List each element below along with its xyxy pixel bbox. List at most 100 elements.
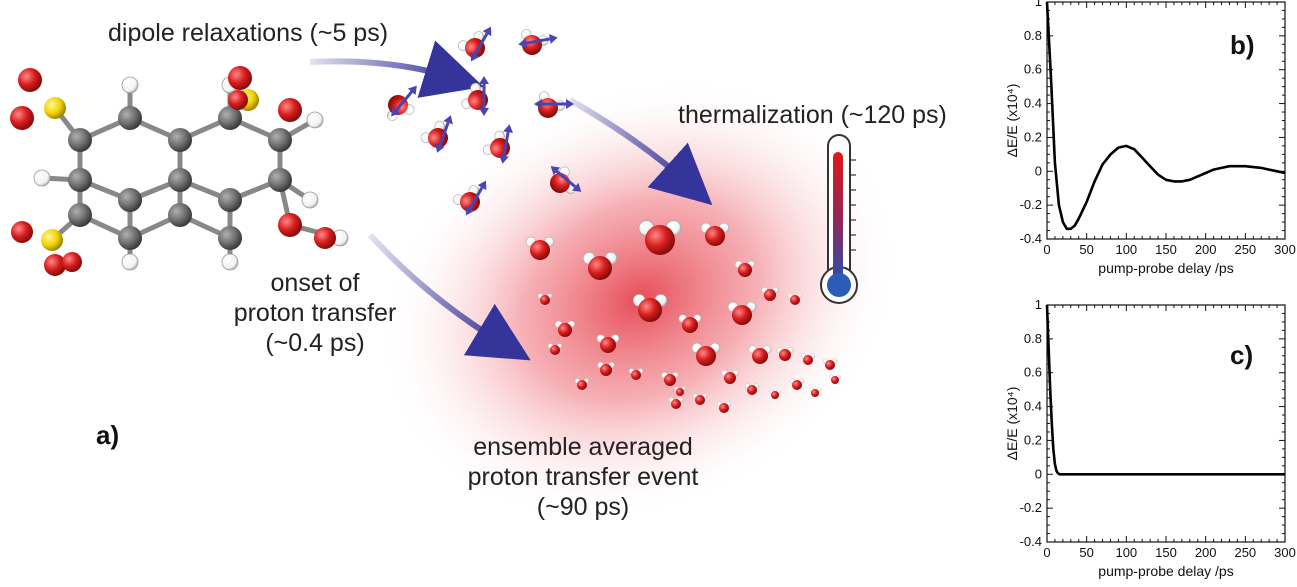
x-tick-label: 100 <box>1115 242 1137 257</box>
x-tick-label: 300 <box>1274 242 1296 257</box>
dipole-arrow-icon <box>479 76 489 116</box>
y-tick-label: 1 <box>1035 0 1042 9</box>
ensemble-line-1: ensemble averaged <box>473 433 693 461</box>
x-tick-label: 250 <box>1234 545 1256 560</box>
water-molecule <box>692 393 708 405</box>
y-tick-label: 0 <box>1035 466 1042 481</box>
y-tick-label: 0.8 <box>1024 28 1042 43</box>
ensemble-line-3: (~90 ps) <box>536 493 630 521</box>
water-molecule <box>748 345 772 364</box>
water-molecule <box>638 220 682 255</box>
x-tick-label: 250 <box>1234 242 1256 257</box>
plot-frame <box>1046 304 1286 543</box>
y-tick-label: 1 <box>1035 297 1042 312</box>
dipole-label: dipole relaxations (~5 ps) <box>108 19 389 47</box>
onset-label: onset of proton transfer (~0.4 ps) <box>200 268 430 358</box>
panel-b-label: b) <box>1230 30 1255 60</box>
y-axis-label: ΔE/E (x10⁴) <box>1004 387 1020 461</box>
water-molecule <box>461 82 488 110</box>
water-molecule <box>597 362 615 376</box>
dipole-arrow-icon <box>518 33 558 49</box>
water-molecule <box>678 314 702 333</box>
water-molecule <box>554 320 576 337</box>
thermalization-arrow <box>568 97 713 206</box>
water-molecule <box>761 287 779 301</box>
water-molecule <box>700 222 730 246</box>
x-tick-label: 200 <box>1195 242 1217 257</box>
y-tick-label: 0.8 <box>1024 331 1042 346</box>
water-molecule <box>789 378 805 390</box>
x-tick-label: 150 <box>1155 242 1177 257</box>
panel-c-label: c) <box>1230 340 1254 370</box>
x-tick-label: 0 <box>1043 242 1050 257</box>
dipole-arrow-icon <box>435 115 453 153</box>
dipole-arrow-icon <box>465 180 487 216</box>
x-tick-label: 150 <box>1155 545 1177 560</box>
water-molecule <box>721 370 739 384</box>
y-tick-label: 0.6 <box>1024 365 1042 380</box>
water-molecule <box>727 301 757 325</box>
water-molecule <box>452 185 480 212</box>
dipole-arrow-icon <box>534 99 574 109</box>
onset-line-1: onset of <box>270 269 360 297</box>
dipole-arrow-icon <box>470 26 492 62</box>
dipole-arrow-icon <box>391 85 417 117</box>
water-molecule <box>809 387 821 397</box>
water-molecule <box>716 401 732 413</box>
water-molecule <box>769 389 781 399</box>
x-tick-label: 300 <box>1274 545 1296 560</box>
y-tick-label: 0.4 <box>1024 96 1042 111</box>
y-tick-label: -0.4 <box>1020 534 1042 549</box>
pyranine-molecule <box>10 66 349 276</box>
series-line <box>1045 1 1286 231</box>
water-molecule <box>800 353 816 365</box>
water-molecule <box>822 358 838 370</box>
water-molecule <box>574 378 590 390</box>
panel-a-label: a) <box>96 420 120 450</box>
water-molecule <box>668 397 684 409</box>
dipole-water-cluster <box>386 26 582 216</box>
thermometer-icon <box>820 134 858 304</box>
dipole-arrow-icon <box>550 166 582 192</box>
y-tick-label: -0.2 <box>1020 197 1042 212</box>
water-molecule <box>829 374 841 384</box>
water-molecule <box>776 347 794 361</box>
x-tick-label: 100 <box>1115 545 1137 560</box>
y-tick-label: 0.2 <box>1024 129 1042 144</box>
water-molecule <box>547 343 563 355</box>
water-molecule <box>420 120 448 148</box>
water-molecule <box>734 260 756 277</box>
ensemble-water-cluster <box>525 220 841 413</box>
onset-line-3: (~0.4 ps) <box>265 329 365 357</box>
x-axis-label: pump-probe delay /ps <box>1098 260 1233 276</box>
onset-line-2: proton transfer <box>233 299 397 327</box>
x-tick-label: 200 <box>1195 545 1217 560</box>
x-tick-label: 50 <box>1079 545 1093 560</box>
water-molecule <box>537 293 553 305</box>
water-molecule <box>691 342 721 366</box>
water-molecule <box>628 368 644 380</box>
thermalization-label: thermalization (~120 ps) <box>678 101 947 129</box>
water-molecule <box>744 383 760 395</box>
water-molecule <box>674 386 686 396</box>
series-line <box>1045 304 1285 476</box>
dipole-arrow <box>309 40 484 98</box>
x-tick-label: 50 <box>1079 242 1093 257</box>
x-axis-label: pump-probe delay /ps <box>1098 563 1233 579</box>
water-molecule <box>787 293 803 305</box>
water-molecule <box>661 372 679 386</box>
ensemble-label: ensemble averaged proton transfer event … <box>418 432 748 522</box>
y-tick-label: 0 <box>1035 163 1042 178</box>
onset-arrow <box>367 232 531 361</box>
y-tick-label: -0.4 <box>1020 231 1042 246</box>
water-molecule <box>525 236 555 260</box>
y-tick-label: 0.2 <box>1024 432 1042 447</box>
ensemble-line-2: proton transfer event <box>467 463 699 491</box>
water-molecule <box>632 294 668 322</box>
water-molecule <box>582 252 618 280</box>
y-tick-label: 0.4 <box>1024 399 1042 414</box>
y-axis-label: ΔE/E (x10⁴) <box>1004 84 1020 158</box>
